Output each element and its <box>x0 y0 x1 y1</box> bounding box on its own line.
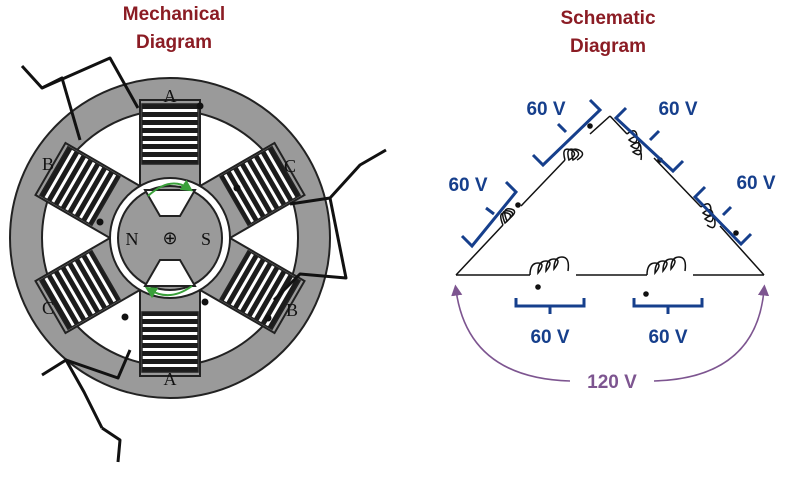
mechanical-title-line1: Mechanical <box>123 4 225 25</box>
pole-label-c-upper: C <box>284 156 296 176</box>
bracket-left-lower <box>460 180 519 249</box>
winding-b-upper <box>38 145 121 227</box>
winding-a-bottom <box>141 311 199 373</box>
rotor <box>117 185 223 291</box>
coil-left-lower <box>500 208 516 226</box>
rotor-shaft-symbol: ⊕ <box>162 228 177 248</box>
voltage-brackets <box>460 98 753 314</box>
rotor-notch-bottom <box>143 259 197 287</box>
schematic-polarity-dots <box>515 123 739 297</box>
schematic-diagram: Schematic Diagram <box>448 8 775 393</box>
voltage-label-left-lower: 60 V <box>448 175 487 196</box>
rotation-arrow-bottom <box>144 285 193 299</box>
bracket-bottom-right <box>632 298 704 314</box>
schematic-title-line2: Diagram <box>570 36 646 57</box>
mechanical-diagram: Mechanical Diagram <box>9 4 387 463</box>
rotor-notch-top <box>143 189 197 217</box>
pole-label-b-lower: B <box>286 300 298 320</box>
schematic-title-line1: Schematic <box>560 8 655 29</box>
rotation-arrow-top <box>147 179 193 197</box>
total-voltage-arc-left <box>451 284 571 382</box>
coil-left-upper <box>563 148 584 162</box>
rotor-south-label: S <box>201 229 211 249</box>
voltage-label-left-upper: 60 V <box>526 99 565 120</box>
pole-label-c-lower: C <box>42 298 54 318</box>
pole-label-a-top: A <box>164 86 177 106</box>
coil-bottom-left <box>529 256 570 276</box>
total-voltage-label: 120 V <box>587 372 637 393</box>
voltage-label-right-upper: 60 V <box>658 99 697 120</box>
pole-windings <box>38 103 302 373</box>
winding-b-lower <box>219 249 302 331</box>
lead-wires <box>20 56 387 463</box>
winding-c-upper <box>219 145 302 227</box>
bracket-right-lower <box>692 185 753 247</box>
polarity-dots <box>96 102 272 322</box>
voltage-label-bottom-left: 60 V <box>530 327 569 348</box>
voltage-label-right-lower: 60 V <box>736 173 775 194</box>
total-voltage-arc-right <box>653 284 770 382</box>
schematic-coils <box>500 130 716 276</box>
rotor-north-label: N <box>126 229 139 249</box>
voltage-label-bottom-right: 60 V <box>648 327 687 348</box>
pole-label-b-upper: B <box>42 154 54 174</box>
bracket-left-upper <box>531 98 603 168</box>
winding-c-lower <box>38 249 121 331</box>
coil-bottom-right <box>646 256 687 276</box>
bracket-bottom-left <box>514 298 586 314</box>
pole-label-a-bottom: A <box>164 369 177 389</box>
delta-wiring <box>455 115 765 276</box>
mechanical-title-line2: Diagram <box>136 32 212 53</box>
bracket-right-upper <box>613 106 685 174</box>
winding-a-top <box>141 103 199 165</box>
